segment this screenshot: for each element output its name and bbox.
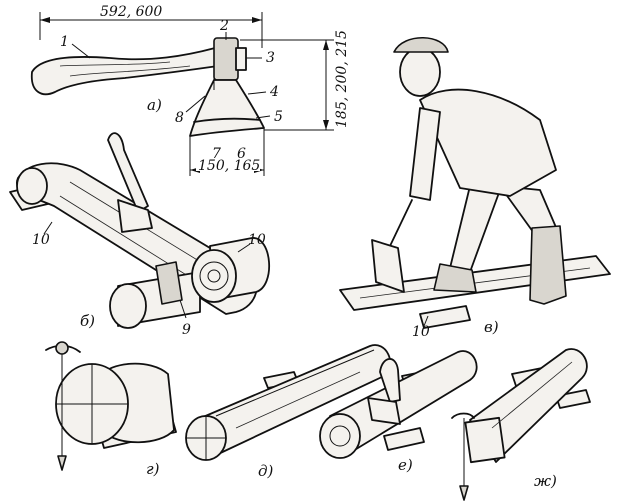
panel-label-g: г) — [146, 460, 160, 478]
part-number: 7 — [212, 146, 221, 162]
head-height-text: 185, 200, 215 — [334, 30, 350, 128]
blade-bevel-line — [193, 117, 261, 123]
arrow-left — [40, 17, 50, 23]
man-head — [399, 47, 441, 97]
plumb-bob-zh — [459, 485, 469, 501]
panel-label-b: б) — [80, 312, 95, 330]
plumb-bob — [57, 455, 67, 471]
part-number: 1 — [60, 34, 69, 50]
support-board-v — [419, 305, 471, 329]
panel-d-marked-log: д) — [185, 344, 391, 480]
panel-label-d: д) — [258, 462, 274, 480]
part-number: 4 — [269, 84, 279, 100]
man-boot-left — [433, 263, 477, 293]
log-end-e — [319, 413, 361, 459]
panel-label-zh: ж) — [534, 472, 557, 490]
axe-head-e — [367, 397, 401, 425]
plumb-holder-zh — [451, 412, 475, 419]
part-number: 5 — [274, 109, 283, 125]
panel-label-a: а) — [147, 96, 162, 114]
axe-handle — [30, 47, 219, 96]
log-end — [191, 249, 237, 303]
panel-g-log-end-plumb: г) — [45, 341, 177, 478]
man-torso — [419, 88, 557, 197]
part-number: 6 — [237, 146, 246, 162]
man-boot-right — [529, 225, 567, 305]
log-body-e — [329, 350, 478, 455]
axe-handle-e — [379, 358, 401, 403]
part-number: 10 — [32, 232, 50, 248]
axe-head-b — [117, 199, 153, 233]
axe-head-v — [371, 239, 405, 293]
part-number: 3 — [266, 50, 275, 66]
panel-e-log-with-axe: е) — [319, 350, 478, 474]
arrow-right — [252, 17, 262, 23]
man-leg-left — [449, 185, 501, 273]
man-arm — [409, 107, 441, 201]
axe-blade — [189, 79, 265, 137]
part-number: 9 — [182, 322, 191, 338]
wedge-block — [155, 261, 183, 305]
panel-label-v: в) — [484, 318, 499, 336]
panel-zh-hewn-log-plumb: ж) — [451, 348, 591, 501]
part-number: 8 — [175, 110, 184, 126]
panel-b-log-on-supports: 10 10 9 б) — [9, 132, 270, 338]
panel-v-man-hewing: 10 в) — [339, 37, 611, 340]
man-cap — [393, 37, 449, 53]
axe-handle-v — [389, 199, 413, 247]
part-number: 10 — [248, 232, 266, 248]
part-number: 10 — [412, 324, 430, 340]
axe-handle-b — [107, 132, 149, 213]
panel-a-axe: 592, 600 1 2 3 4 5 6 7 8 а) 185, 200 — [30, 4, 350, 176]
panel-label-e: е) — [398, 456, 413, 474]
part-number: 2 — [219, 18, 229, 34]
axe-eye-wedge — [235, 47, 247, 71]
axe-butt — [213, 37, 239, 81]
blade-width-text: 150, 165 — [198, 158, 260, 174]
log-end-zh — [464, 416, 506, 464]
handle-length-text: 592, 600 — [100, 4, 162, 20]
